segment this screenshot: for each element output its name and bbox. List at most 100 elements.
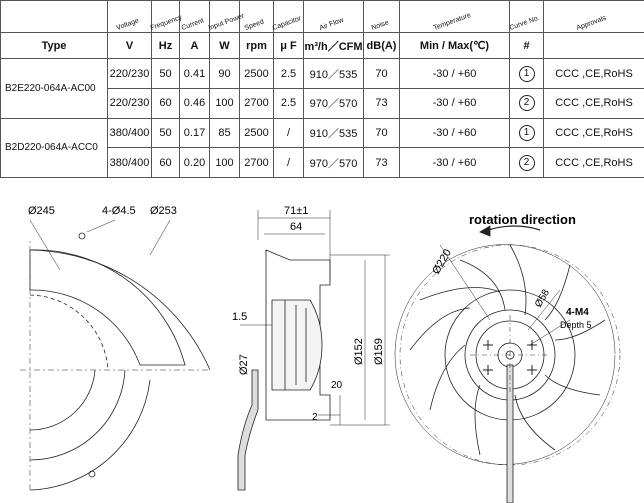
unit-hz: Hz <box>151 31 180 60</box>
dim-20: 20 <box>331 380 343 391</box>
cell-current: 0.46 <box>179 87 210 119</box>
header-blank <box>0 0 108 33</box>
cell-speed: 2500 <box>239 58 274 89</box>
impeller-view <box>394 225 621 503</box>
cell-voltage: 380/400 <box>107 147 152 178</box>
header-current: Current <box>179 0 210 33</box>
cell-frequency: 60 <box>151 147 180 178</box>
front-view <box>20 219 211 491</box>
cell-frequency: 50 <box>151 58 180 89</box>
cell-voltage: 380/400 <box>107 117 152 149</box>
dim-d27: Ø27 <box>238 354 250 375</box>
dim-d58: Ø58 <box>533 287 552 309</box>
cell-capacitor: / <box>273 117 304 149</box>
unit-type: Type <box>0 31 108 60</box>
dim-4-m4: 4-M4 <box>566 307 589 318</box>
dim-d152: Ø152 <box>353 338 365 365</box>
unit-w: W <box>209 31 240 60</box>
unit-v: V <box>107 31 152 60</box>
curve-badge: 1 <box>518 124 535 141</box>
technical-drawing: Ø245 4-Ø4.5 Ø253 71±1 64 1.5 Ø27 Ø152 <box>20 205 621 503</box>
cell-frequency: 60 <box>151 87 180 119</box>
dim-depth: Depth 5 <box>560 320 592 330</box>
cell-curve: 2 <box>509 147 544 178</box>
dim-71: 71±1 <box>284 205 308 217</box>
cell-frequency: 50 <box>151 117 180 149</box>
cell-noise: 70 <box>363 58 400 89</box>
header-frequency: Frequency <box>150 0 183 33</box>
cell-temperature: -30 / +60 <box>399 117 510 149</box>
table-row: B2E220-064A-AC00 220/230 50 0.41 90 2500… <box>0 58 644 119</box>
cell-noise: 73 <box>363 147 400 178</box>
unit-curve: # <box>509 31 544 60</box>
unit-flow: m³/h／CFM <box>303 31 364 60</box>
unit-db: dB(A) <box>363 31 400 60</box>
cell-temperature: -30 / +60 <box>399 87 510 119</box>
model-type: B2D220-064A-ACC0 <box>0 117 108 179</box>
curve-badge: 2 <box>518 154 535 171</box>
header-air-flow: Air Flow <box>303 0 364 33</box>
cell-curve: 1 <box>509 58 544 89</box>
side-view <box>237 210 390 491</box>
rotation-direction-label: rotation direction <box>469 212 576 227</box>
dim-holes: 4-Ø4.5 <box>102 205 136 217</box>
unit-approvals <box>543 31 644 60</box>
dim-d220: Ø220 <box>430 247 454 276</box>
cell-airflow: 910／535 <box>303 58 364 89</box>
header-speed: Speed <box>239 0 274 33</box>
header-capacitor: Capacitor <box>272 0 304 33</box>
cell-curve: 2 <box>509 87 544 119</box>
model-type: B2E220-064A-AC00 <box>0 58 108 119</box>
dim-d159: Ø159 <box>373 338 385 365</box>
cell-power: 100 <box>209 147 240 178</box>
cell-speed: 2500 <box>239 117 274 149</box>
dim-64: 64 <box>290 221 302 233</box>
cell-voltage: 220/230 <box>107 87 152 119</box>
cell-temperature: -30 / +60 <box>399 58 510 89</box>
table-row: B2D220-064A-ACC0 380/400 50 0.17 85 2500… <box>0 117 644 179</box>
unit-uf: μ F <box>273 31 304 60</box>
header-temperature: Temperature <box>399 0 510 33</box>
cell-approvals: CCC ,CE,RoHS <box>543 147 644 178</box>
dim-2: 2 <box>312 412 318 423</box>
cell-capacitor: / <box>273 147 304 178</box>
cell-voltage: 220/230 <box>107 58 152 89</box>
cell-current: 0.17 <box>179 117 210 149</box>
cell-curve: 1 <box>509 117 544 149</box>
cell-speed: 2700 <box>239 87 274 119</box>
cell-approvals: CCC ,CE,RoHS <box>543 87 644 119</box>
table-row: 220/230 60 0.46 100 2700 2.5 970／570 73 … <box>1 87 644 119</box>
dim-1-5: 1.5 <box>232 311 247 323</box>
cell-noise: 70 <box>363 117 400 149</box>
header-voltage: Voltage <box>107 0 152 33</box>
hub-bolts <box>483 340 537 375</box>
header-input-power: Input Power <box>208 0 245 33</box>
cell-power: 85 <box>209 117 240 149</box>
cell-power: 90 <box>209 58 240 89</box>
unit-rpm: rpm <box>239 31 274 60</box>
cell-approvals: CCC ,CE,RoHS <box>543 58 644 89</box>
header-approvals: Approvals <box>543 0 644 33</box>
table-row: 380/400 60 0.20 100 2700 / 970／570 73 -3… <box>1 147 644 178</box>
cell-temperature: -30 / +60 <box>399 147 510 178</box>
cell-airflow: 910／535 <box>303 117 364 149</box>
curve-badge: 1 <box>518 65 535 82</box>
cell-current: 0.20 <box>179 147 210 178</box>
header-noise: Noise <box>363 0 400 33</box>
dim-d245: Ø245 <box>28 205 55 217</box>
cell-airflow: 970／570 <box>303 147 364 178</box>
unit-a: A <box>179 31 210 60</box>
cell-speed: 2700 <box>239 147 274 178</box>
cell-capacitor: 2.5 <box>273 87 304 119</box>
header-curve: Curve No. <box>508 0 544 33</box>
cell-power: 100 <box>209 87 240 119</box>
cell-capacitor: 2.5 <box>273 58 304 89</box>
cell-approvals: CCC ,CE,RoHS <box>543 117 644 149</box>
spec-table: Voltage Frequency Current Input Power Sp… <box>0 0 644 179</box>
cell-current: 0.41 <box>179 58 210 89</box>
unit-temp: Min / Max(℃) <box>399 31 510 60</box>
dim-d253: Ø253 <box>150 205 177 217</box>
cell-airflow: 970／570 <box>303 87 364 119</box>
curve-badge: 2 <box>518 95 535 112</box>
